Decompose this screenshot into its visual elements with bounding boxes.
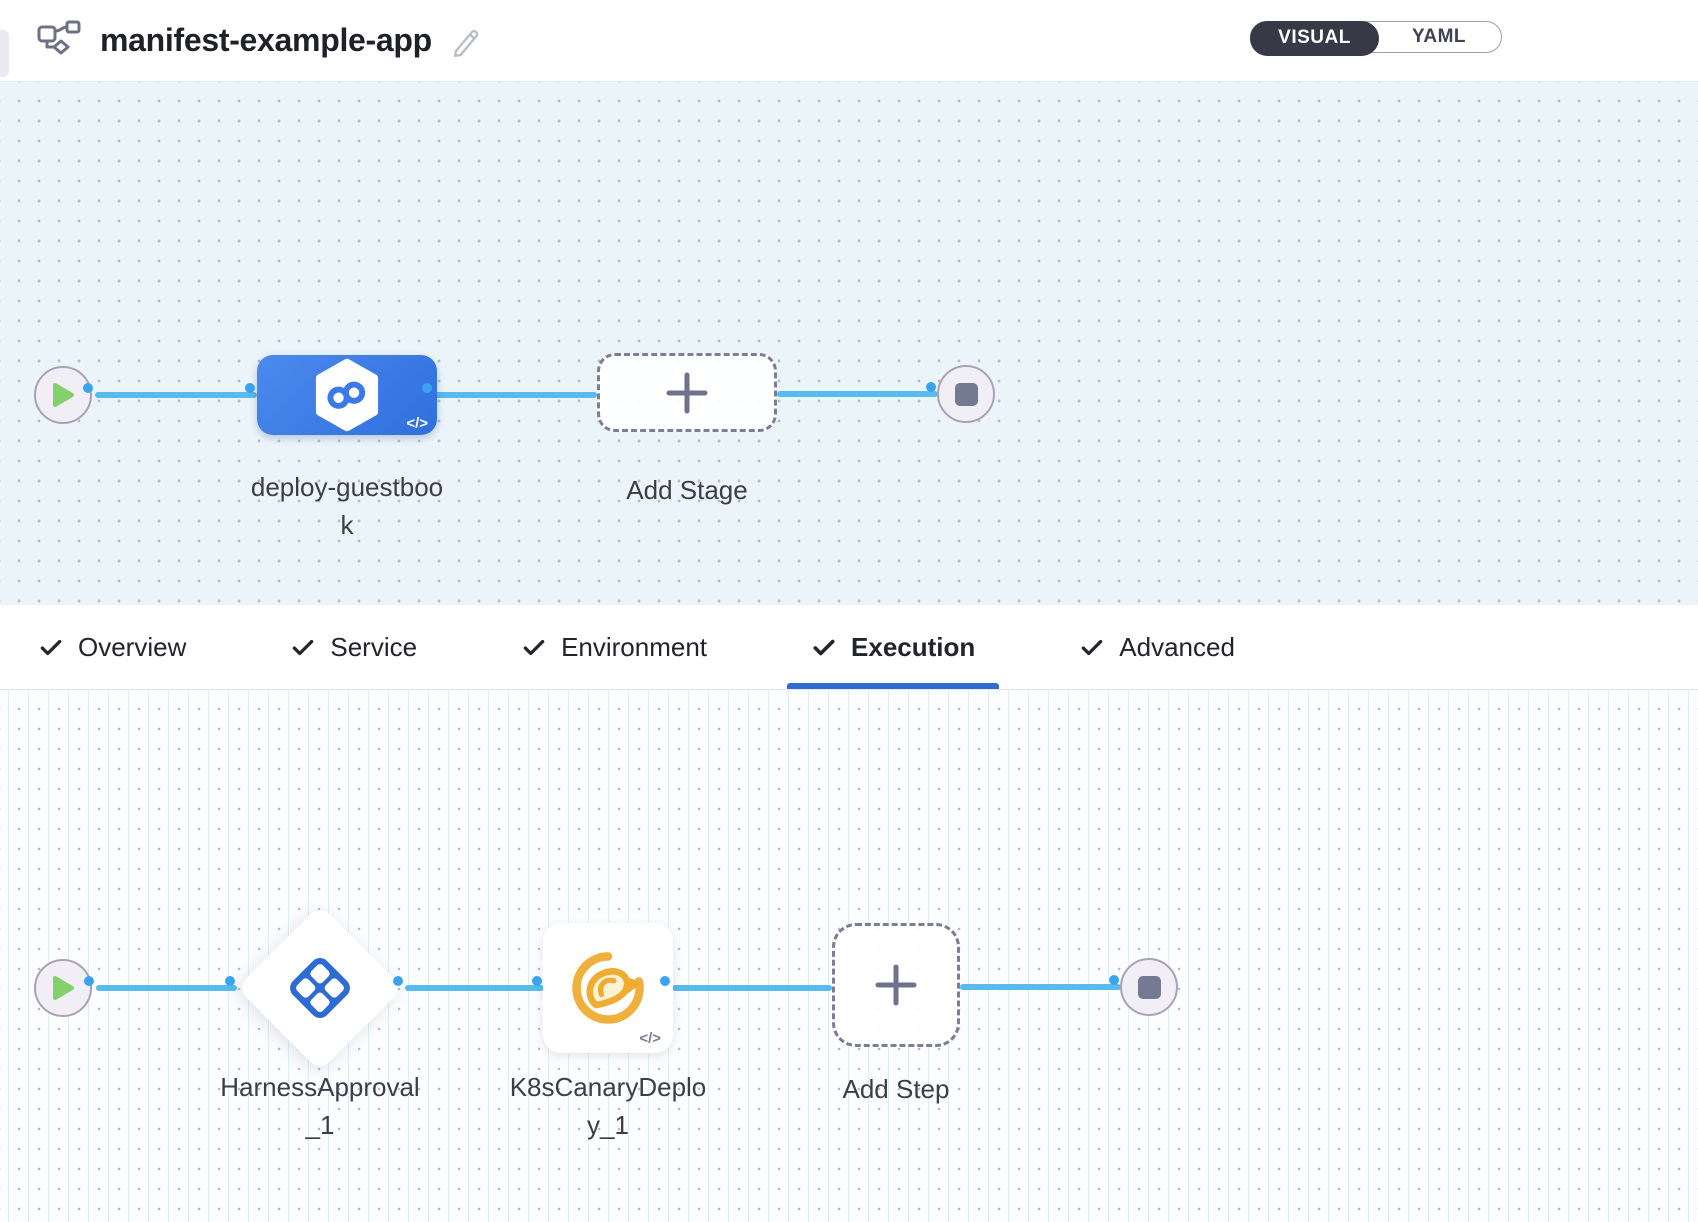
- edge-stage-to-addstage: [434, 392, 597, 398]
- execution-end-node[interactable]: [1120, 958, 1178, 1016]
- check-icon: [523, 639, 545, 656]
- port-end-in[interactable]: [1109, 975, 1119, 985]
- canary-deploy-icon: [572, 952, 644, 1024]
- active-tab-underline: [787, 683, 1000, 689]
- check-icon: [1081, 639, 1103, 656]
- header: manifest-example-app VISUAL YAML: [0, 0, 1698, 82]
- play-icon: [53, 383, 74, 407]
- edge-start-to-stage: [95, 392, 257, 398]
- port-stage-out[interactable]: [422, 383, 432, 393]
- tab-label: Advanced: [1119, 631, 1235, 662]
- port-start-out[interactable]: [84, 976, 94, 986]
- visual-yaml-toggle[interactable]: VISUAL YAML: [1250, 20, 1502, 56]
- plus-icon: [666, 372, 708, 413]
- play-icon: [53, 976, 74, 1000]
- execution-start-node[interactable]: [34, 959, 92, 1017]
- harness-cd-stage-icon: [315, 358, 379, 432]
- port-stage-in[interactable]: [245, 383, 255, 393]
- pipeline-start-node[interactable]: [34, 366, 92, 424]
- add-stage-label[interactable]: Add Stage: [626, 475, 748, 505]
- stage-code-badge[interactable]: </>: [406, 415, 428, 432]
- check-icon: [40, 639, 62, 656]
- stage-node-deploy-guestbook[interactable]: </>: [257, 355, 437, 435]
- tab-label: Execution: [851, 631, 976, 662]
- edge-addstage-to-end: [777, 391, 938, 397]
- step-name-label: K8sCanaryDeploy_1: [509, 1072, 707, 1140]
- step-code-badge[interactable]: </>: [639, 1030, 661, 1047]
- port-approval-in[interactable]: [225, 976, 235, 986]
- pipeline-icon: [37, 20, 81, 54]
- tab-environment[interactable]: Environment: [497, 605, 731, 689]
- toggle-yaml-button[interactable]: YAML: [1411, 26, 1467, 47]
- edit-pencil-icon[interactable]: [450, 25, 482, 57]
- pipeline-end-node[interactable]: [937, 365, 995, 423]
- port-approval-out[interactable]: [393, 976, 403, 986]
- step-node-k8s-canary[interactable]: </>: [543, 923, 673, 1053]
- port-end-in[interactable]: [926, 382, 936, 392]
- step-name-label: HarnessApproval_1: [220, 1072, 420, 1140]
- port-start-out[interactable]: [83, 383, 93, 393]
- stage-canvas[interactable]: </> deploy-guestbook Add Stage: [0, 82, 1698, 605]
- edge-canary-to-addstep: [672, 985, 832, 991]
- check-icon: [293, 639, 314, 656]
- stage-name-label: deploy-guestbook: [250, 472, 444, 540]
- check-icon: [813, 639, 835, 656]
- port-canary-out[interactable]: [660, 976, 670, 986]
- stop-icon: [1137, 975, 1161, 999]
- tab-label: Environment: [561, 631, 708, 662]
- add-step-button[interactable]: [832, 923, 960, 1047]
- add-step-label[interactable]: Add Step: [842, 1074, 950, 1104]
- port-canary-in[interactable]: [532, 976, 542, 986]
- edge-approval-to-canary: [405, 985, 544, 991]
- page-title: manifest-example-app: [100, 22, 432, 58]
- edge-addstep-to-end: [960, 984, 1121, 990]
- tab-advanced[interactable]: Advanced: [1055, 605, 1259, 689]
- tab-execution[interactable]: Execution: [787, 605, 1000, 689]
- nav-drawer-edge: [0, 30, 9, 77]
- add-stage-button[interactable]: [597, 353, 777, 432]
- tab-service[interactable]: Service: [266, 605, 441, 689]
- tab-overview[interactable]: Overview: [14, 605, 210, 689]
- edge-start-to-approval: [96, 985, 237, 991]
- step-node-harness-approval[interactable]: [236, 904, 404, 1072]
- tab-label: Overview: [78, 631, 187, 662]
- tab-label: Service: [330, 631, 418, 662]
- stop-icon: [954, 382, 978, 406]
- toggle-visual-button[interactable]: VISUAL: [1250, 20, 1379, 56]
- execution-canvas[interactable]: </> HarnessApproval_1 K8sCanaryDeploy_1 …: [0, 690, 1698, 1222]
- plus-icon: [875, 964, 917, 1006]
- stage-tabbar: Overview Service Environment Execution A…: [0, 605, 1698, 690]
